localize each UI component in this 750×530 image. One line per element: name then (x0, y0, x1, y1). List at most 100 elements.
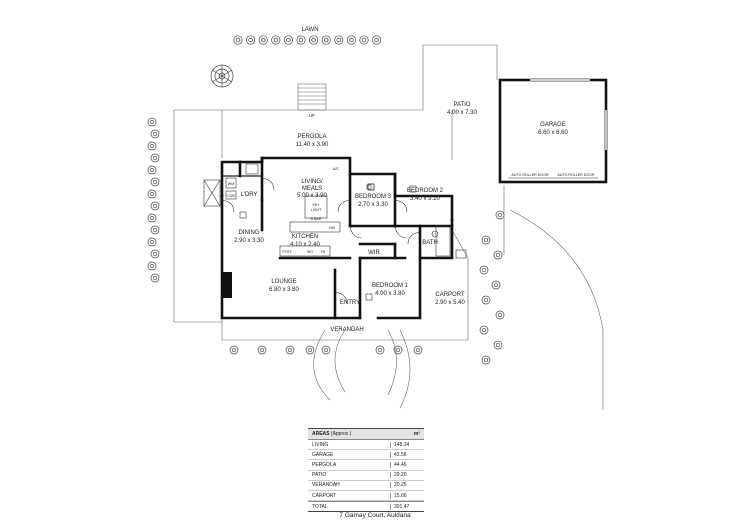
shrub-icon (147, 141, 157, 151)
wall-oven-label: WO (307, 250, 313, 254)
shrub-icon (393, 345, 403, 355)
bedroom3-name: BEDROOM 3 (355, 194, 392, 200)
wir-label: WIR (368, 250, 380, 256)
shrub-icon (150, 273, 160, 283)
bedroom2-dims: 3.40 x 3.10 (410, 196, 440, 202)
areas-header: AREAS (Approx.) m² (308, 429, 424, 440)
bottom-trees (229, 345, 423, 355)
bedroom3-dims: 2.70 x 3.30 (358, 202, 388, 208)
shrub-icon (150, 153, 160, 163)
shrub-icon (246, 35, 256, 45)
door-swings (221, 177, 421, 305)
areas-title: AREAS (Approx.) (312, 431, 352, 437)
shrub-icon (479, 265, 489, 275)
shrub-icon (495, 310, 505, 320)
shrub-icon (147, 117, 157, 127)
shrub-icon (493, 250, 503, 260)
bedroom2-name: BEDROOM 2 (407, 188, 444, 194)
skylight-label-2: LIGHT (311, 208, 322, 212)
lounge-name: LOUNGE (271, 279, 296, 285)
kitchen-name: KITCHEN (292, 234, 318, 240)
right-trees (479, 210, 505, 365)
house-walls (220, 156, 454, 320)
shrub-icon (372, 35, 382, 45)
shrub-icon (257, 345, 267, 355)
shrub-icon (147, 189, 157, 199)
shrub-icon (481, 295, 491, 305)
skylight-label-1: SKY (312, 203, 320, 207)
living-name-1: LIVING/ (301, 179, 323, 185)
dishwasher-label: DW (329, 226, 336, 230)
shrub-icon (229, 345, 239, 355)
garage-dims: 6.60 x 6.60 (538, 130, 568, 136)
bedroom1-name: BEDROOM 1 (372, 283, 409, 289)
breakfast-bar-label: B BAR (311, 217, 322, 221)
lounge-dims: 6.80 x 3.80 (269, 287, 299, 293)
shrub-icon (147, 165, 157, 175)
shrub-icon (375, 345, 385, 355)
verandah-label: VERANDAH (330, 327, 363, 333)
lawn-trees (233, 35, 382, 45)
lawn-label: LAWN (301, 27, 318, 33)
patio-dims: 4.00 x 7.30 (447, 110, 477, 116)
shrub-icon (147, 261, 157, 271)
patio-name: PATIO (453, 102, 470, 108)
pergola-dims: 11.40 x 3.90 (296, 142, 329, 148)
areas-unit: m² (413, 431, 420, 437)
shrub-icon (150, 225, 160, 235)
shrub-icon (479, 325, 489, 335)
roller-door-1-label: AUTO ROLLER DOOR (511, 173, 548, 177)
carport-name: CARPORT (435, 292, 465, 298)
shrub-icon (491, 280, 501, 290)
shrub-icon (147, 213, 157, 223)
pantry-label: PTRY (282, 250, 292, 254)
shrub-icon (359, 35, 369, 45)
property-address: 7 Gamay Court, Auldana (339, 512, 411, 519)
shrub-icon (334, 35, 344, 45)
shrub-icon (495, 210, 505, 220)
shrub-icon (321, 35, 331, 45)
shrub-icon (481, 355, 491, 365)
shrub-icon (413, 345, 423, 355)
shrub-icon (147, 237, 157, 247)
entry-label: ENTRY (340, 300, 360, 306)
living-name-2: MEALS (302, 186, 322, 192)
carport-dims: 2.90 x 5.40 (435, 300, 465, 306)
outdoor-outline (173, 44, 604, 410)
shrub-icon (150, 129, 160, 139)
bedroom1-dims: 4.00 x 3.80 (375, 291, 405, 297)
dining-dims: 2.90 x 3.30 (234, 238, 264, 244)
up-label: UP (309, 113, 315, 118)
wm-label: WM (228, 182, 234, 186)
shrub-icon (258, 35, 268, 45)
shrub-icon (346, 35, 356, 45)
living-dims: 5.00 x 3.90 (297, 193, 327, 199)
shrub-icon (493, 340, 503, 350)
shrub-icon (305, 345, 315, 355)
shrub-icon (309, 35, 319, 45)
pergola-name: PERGOLA (297, 134, 326, 140)
shrub-icon (150, 249, 160, 259)
large-tree-icon (210, 64, 234, 88)
steps-up (297, 83, 327, 111)
left-trees (147, 117, 160, 283)
shrub-icon (150, 177, 160, 187)
fixtures (203, 163, 467, 301)
shrub-icon (150, 201, 160, 211)
shrub-icon (271, 35, 281, 45)
garage-name: GARAGE (540, 122, 566, 128)
dining-name: DINING (239, 230, 260, 236)
cub-label: CUB (227, 194, 235, 198)
shrub-icon (283, 35, 293, 45)
shrub-icon (321, 345, 331, 355)
shrub-icon (481, 235, 491, 245)
shrub-icon (296, 35, 306, 45)
